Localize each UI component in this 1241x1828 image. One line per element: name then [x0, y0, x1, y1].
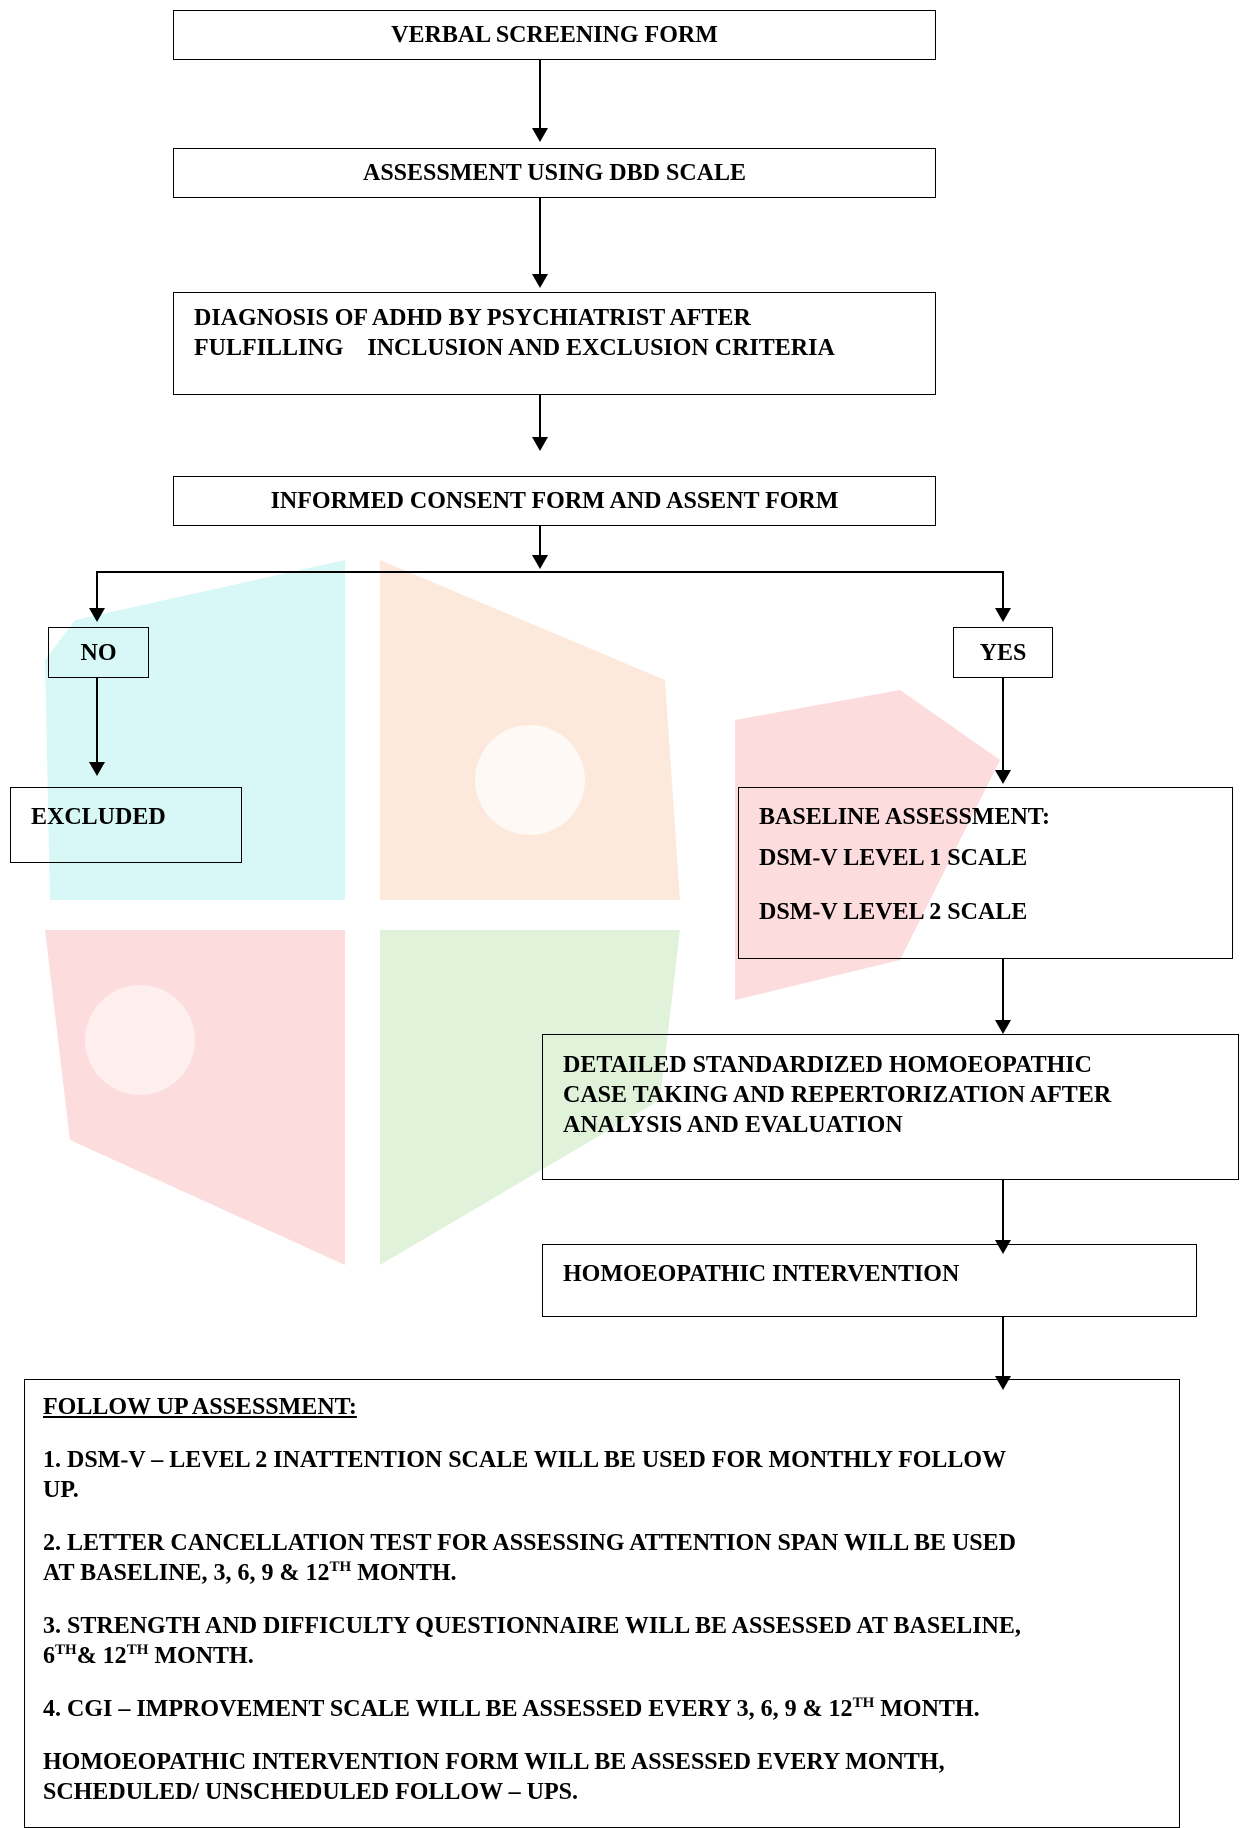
- connector-5: [1002, 959, 1004, 1021]
- excluded-label: EXCLUDED: [31, 804, 166, 830]
- arrowhead-yes: [995, 608, 1011, 622]
- arrowhead-6: [995, 1240, 1011, 1254]
- watermark-gear-icon: [85, 985, 195, 1095]
- arrowhead-baseline: [995, 770, 1011, 784]
- arrowhead-no: [89, 608, 105, 622]
- yes-label: YES: [979, 639, 1027, 666]
- arrowhead-2: [532, 274, 548, 288]
- connector-6: [1002, 1180, 1004, 1242]
- dbd-scale-label: ASSESSMENT USING DBD SCALE: [362, 160, 746, 186]
- diagnosis-box: DIAGNOSIS OF ADHD BY PSYCHIATRIST AFTER …: [173, 292, 936, 395]
- case-taking-line-2: CASE TAKING AND REPERTORIZATION AFTER: [563, 1082, 1112, 1108]
- intervention-box: HOMOEOPATHIC INTERVENTION: [542, 1244, 1197, 1317]
- consent-box: INFORMED CONSENT FORM AND ASSENT FORM: [173, 476, 936, 526]
- verbal-screening-box: VERBAL SCREENING FORM: [173, 10, 936, 60]
- diagnosis-line-1: DIAGNOSIS OF ADHD BY PSYCHIATRIST AFTER: [194, 305, 751, 331]
- connector-3: [539, 395, 541, 438]
- followup-item-3: 3. STRENGTH AND DIFFICULTY QUESTIONNAIRE…: [43, 1613, 1021, 1669]
- branch-right-down: [1002, 571, 1004, 611]
- connector-yes-baseline: [1002, 678, 1004, 772]
- yes-box: YES: [953, 627, 1053, 678]
- case-taking-line-3: ANALYSIS AND EVALUATION: [563, 1112, 903, 1138]
- watermark-red-tile-right: [735, 690, 1000, 1000]
- baseline-item-1: DSM-V LEVEL 1 SCALE: [759, 845, 1028, 871]
- watermark-green-tile: [380, 930, 680, 1265]
- followup-note: HOMOEOPATHIC INTERVENTION FORM WILL BE A…: [43, 1749, 945, 1805]
- baseline-item-2: DSM-V LEVEL 2 SCALE: [759, 899, 1028, 925]
- branch-left-down: [96, 571, 98, 611]
- no-label: NO: [80, 639, 117, 666]
- dbd-scale-box: ASSESSMENT USING DBD SCALE: [173, 148, 936, 198]
- case-taking-box: DETAILED STANDARDIZED HOMOEOPATHIC CASE …: [542, 1034, 1239, 1180]
- intervention-label: HOMOEOPATHIC INTERVENTION: [563, 1261, 960, 1287]
- followup-item-1: 1. DSM-V – LEVEL 2 INATTENTION SCALE WIL…: [43, 1447, 1007, 1503]
- arrowhead-1: [532, 128, 548, 142]
- branch-horizontal: [96, 571, 1004, 573]
- consent-label: INFORMED CONSENT FORM AND ASSENT FORM: [270, 488, 839, 514]
- arrowhead-excluded: [89, 762, 105, 776]
- followup-item-2: 2. LETTER CANCELLATION TEST FOR ASSESSIN…: [43, 1530, 1016, 1586]
- no-box: NO: [48, 627, 149, 678]
- baseline-title: BASELINE ASSESSMENT:: [759, 804, 1050, 830]
- verbal-screening-label: VERBAL SCREENING FORM: [391, 22, 718, 48]
- followup-title: FOLLOW UP ASSESSMENT:: [43, 1394, 357, 1420]
- baseline-box: BASELINE ASSESSMENT: DSM-V LEVEL 1 SCALE…: [738, 787, 1233, 959]
- arrowhead-5: [995, 1020, 1011, 1034]
- excluded-box: EXCLUDED: [10, 787, 242, 863]
- diagnosis-line-2: FULFILLING INCLUSION AND EXCLUSION CRITE…: [194, 335, 835, 361]
- arrowhead-3: [532, 437, 548, 451]
- connector-7: [1002, 1317, 1004, 1377]
- watermark-red-tile-left: [45, 930, 345, 1265]
- connector-no-excluded: [96, 678, 98, 763]
- connector-1: [539, 60, 541, 130]
- watermark-cyan-tile: [45, 560, 345, 900]
- followup-item-4: 4. CGI – IMPROVEMENT SCALE WILL BE ASSES…: [43, 1695, 980, 1723]
- connector-4: [539, 526, 541, 564]
- connector-2: [539, 198, 541, 275]
- case-taking-line-1: DETAILED STANDARDIZED HOMOEOPATHIC: [563, 1052, 1092, 1078]
- arrowhead-4: [532, 555, 548, 569]
- followup-box: FOLLOW UP ASSESSMENT: 1. DSM-V – LEVEL 2…: [24, 1379, 1180, 1828]
- watermark-bulb-icon: [475, 725, 585, 835]
